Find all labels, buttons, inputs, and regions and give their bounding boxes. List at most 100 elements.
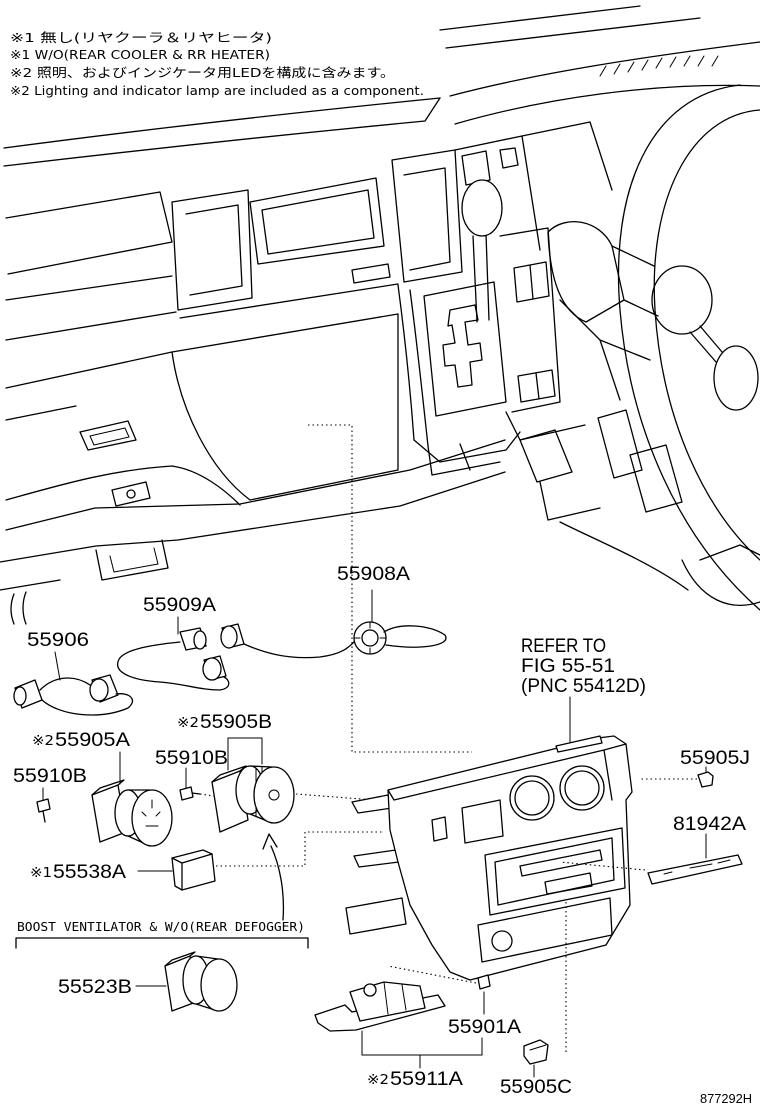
callout-55910B-mid: 55910B <box>155 748 228 769</box>
panel-top-strip <box>555 735 603 753</box>
reference-line-3: (PNC 55412D) <box>521 676 646 697</box>
dash-line <box>3 97 441 167</box>
part-55910B-screw-left <box>36 798 51 823</box>
steering-illustration <box>547 84 760 611</box>
cowl-line <box>445 17 701 49</box>
callout-55911A: 55911A <box>390 1069 463 1090</box>
cowl-line <box>449 41 760 97</box>
dash-line <box>0 579 61 591</box>
leader-55911A <box>361 1030 483 1069</box>
plug-install-leader <box>216 831 383 867</box>
cowl-line <box>454 84 760 125</box>
reference-line-1: REFER TO <box>521 636 606 657</box>
dash-small-switch <box>351 263 391 284</box>
screw-install-leader <box>199 793 215 797</box>
part-55905A-knob <box>91 779 173 847</box>
air-vent-right <box>559 765 605 811</box>
steering-wheel-rim-inner <box>653 109 760 561</box>
lower-opening-round <box>491 930 513 952</box>
part-55538A-plug <box>171 849 216 891</box>
socket-notches <box>353 621 387 655</box>
arrow-shaft <box>270 845 285 921</box>
screw-install-leader <box>387 965 477 984</box>
callout-55905B: 55905B <box>200 712 272 733</box>
switch-body <box>349 981 426 1022</box>
harness-wire <box>117 641 230 691</box>
dash-line <box>5 275 173 301</box>
center-cluster-panel <box>345 735 633 981</box>
panel-top-face <box>387 743 627 801</box>
dash-center-pillar-inner <box>403 167 451 271</box>
dash-line <box>5 311 177 341</box>
callout-55901A: 55901A <box>448 1017 521 1038</box>
console-frame <box>397 284 415 441</box>
harness-wire <box>243 639 357 659</box>
callout-mark: ※2 <box>367 1073 389 1088</box>
dash-lower-lid <box>95 539 169 581</box>
screw-head <box>477 974 491 990</box>
floor-line <box>413 431 521 463</box>
callout-leaders <box>42 589 707 1078</box>
meter-window <box>499 147 519 169</box>
dashboard-illustration <box>0 97 506 625</box>
panel-left-tab <box>353 849 400 868</box>
strip-body <box>647 854 743 885</box>
cowl-line <box>439 5 641 31</box>
knob-face <box>253 766 295 824</box>
bulb-socket-face <box>89 678 109 702</box>
screw-head <box>36 798 51 813</box>
install-arrow <box>262 833 285 921</box>
dash-lower-edge <box>5 439 506 531</box>
bulb-socket-face <box>202 657 222 681</box>
steering-column-cover <box>547 221 625 323</box>
arrow-head <box>262 833 278 850</box>
part-55523B-knob <box>164 951 238 1012</box>
steering-hub-pad <box>713 345 759 411</box>
clip-body <box>697 771 714 788</box>
switch-body-top <box>91 779 125 796</box>
reference-line-2: FIG 55-51 <box>521 656 615 677</box>
harness-wire <box>383 625 447 648</box>
console-side-panel <box>499 227 561 413</box>
dash-line <box>5 465 241 506</box>
meter-hood <box>521 121 613 191</box>
part-55906-harness <box>13 674 133 716</box>
callout-mark: ※1 <box>30 866 52 881</box>
switch-opening <box>431 816 448 842</box>
condition-note: BOOST VENTILATOR & W/O(REAR DEFOGGER) <box>17 919 305 934</box>
bulb-socket-face <box>193 630 207 650</box>
glovebox-lock-cylinder <box>126 489 136 499</box>
part-55905C-clip <box>523 1039 549 1065</box>
column-lower <box>559 299 651 401</box>
part-55908A-harness <box>220 621 447 659</box>
shift-lever <box>472 233 490 323</box>
callout-55909A: 55909A <box>143 595 216 616</box>
glovebox-handle-inner <box>89 427 130 446</box>
dash-center-pillar <box>391 149 463 283</box>
air-vent-right-inner <box>564 770 600 806</box>
dash-line <box>10 593 15 625</box>
console-switch <box>517 369 556 403</box>
steering-column <box>611 245 659 317</box>
pedal <box>629 444 683 513</box>
screw-shank <box>191 792 201 795</box>
part-55909A-harness <box>117 627 230 691</box>
steering-wheel-rim-outer <box>617 84 760 611</box>
figure-id: 877292H <box>700 1091 752 1106</box>
console-frame <box>409 289 429 447</box>
leader-55905B <box>227 737 263 771</box>
glovebox-top <box>5 313 399 389</box>
callout-55908A: 55908A <box>337 564 410 585</box>
knob-indicator <box>141 799 161 827</box>
plug-body <box>171 849 216 891</box>
part-55905J-clip <box>697 771 714 788</box>
center-console-illustration <box>397 179 586 476</box>
knob-opening <box>461 799 504 844</box>
audio-frame <box>484 827 626 916</box>
callout-55905J: 55905J <box>680 748 750 769</box>
knob-face <box>131 789 173 847</box>
dash-line <box>179 283 399 319</box>
console-switch <box>513 261 550 303</box>
switch-body-top <box>164 951 196 967</box>
